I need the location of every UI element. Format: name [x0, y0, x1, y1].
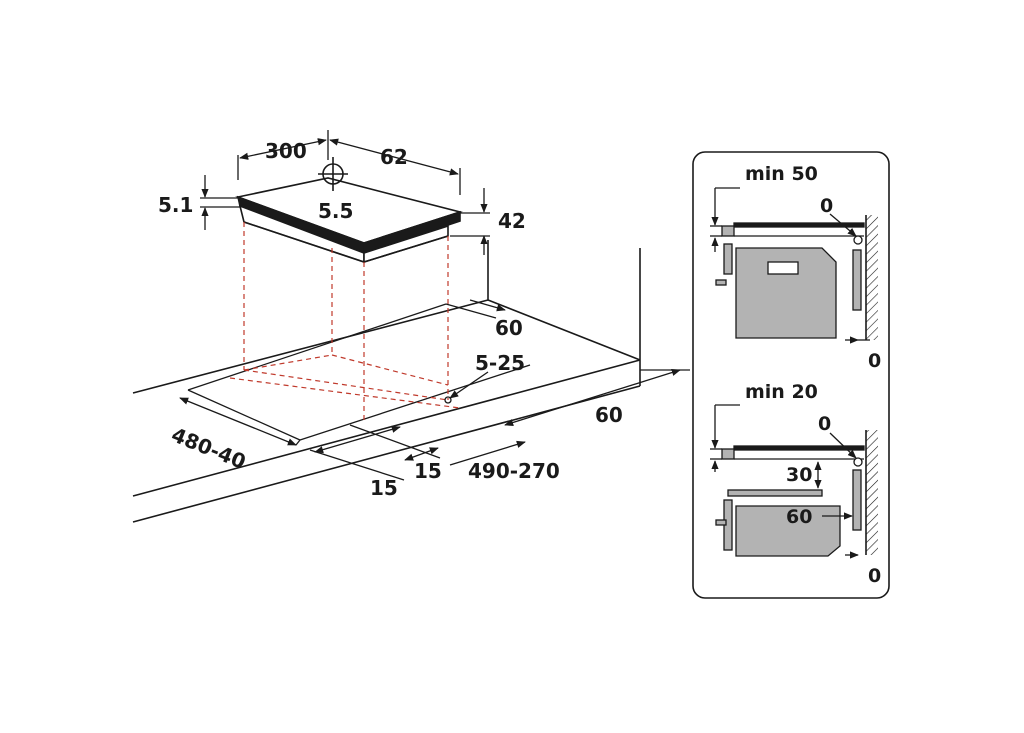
dim-15-a-label: 15: [370, 476, 398, 500]
dim-5-25-leader: [444, 371, 489, 404]
dim-60-side-lines: [504, 368, 690, 427]
detail-bottom-zero-bottom: 0: [868, 565, 881, 587]
dim-bottom-lines: [309, 424, 526, 481]
dim-5-5-label: 5.5: [318, 199, 353, 223]
dim-60-detail-label: 60: [786, 506, 812, 528]
detail-top: [710, 187, 878, 344]
dim-5-1-lines: [200, 175, 240, 230]
detail-bottom-zero-top: 0: [818, 413, 831, 435]
main-drawing: [132, 130, 690, 523]
dim-300-label: 300: [265, 139, 307, 163]
dim-42-lines: [450, 188, 490, 255]
dim-480-40-lines: [179, 397, 301, 446]
dim-30-label: 30: [786, 464, 812, 486]
detail-top-zero-top: 0: [820, 195, 833, 217]
dim-42-label: 42: [498, 209, 526, 233]
dim-60-back-lines: [445, 299, 506, 319]
dashed-projections: [229, 222, 461, 424]
dim-5-1-label: 5.1: [158, 193, 193, 217]
dim-15-b-label: 15: [414, 459, 442, 483]
dim-62-label: 62: [380, 145, 408, 169]
dim-480-40-label: 480-40: [168, 422, 249, 473]
detail-panel: min 50 0 0: [692, 151, 890, 599]
dim-60-back-label: 60: [495, 316, 523, 340]
hob: [235, 177, 463, 264]
dim-top-lines: [237, 130, 461, 195]
dim-490-270-label: 490-270: [468, 459, 560, 483]
dim-5-25-label: 5-25: [475, 351, 525, 375]
detail-bottom: [710, 404, 878, 559]
min-50-label: min 50: [745, 163, 818, 185]
main-labels: 300 62 5.1 5.5 42 60 5-25 60 480-40 15 1…: [158, 139, 623, 500]
dim-60-side-label: 60: [595, 403, 623, 427]
detail-top-zero-bottom: 0: [868, 350, 881, 372]
min-20-label: min 20: [745, 381, 818, 403]
